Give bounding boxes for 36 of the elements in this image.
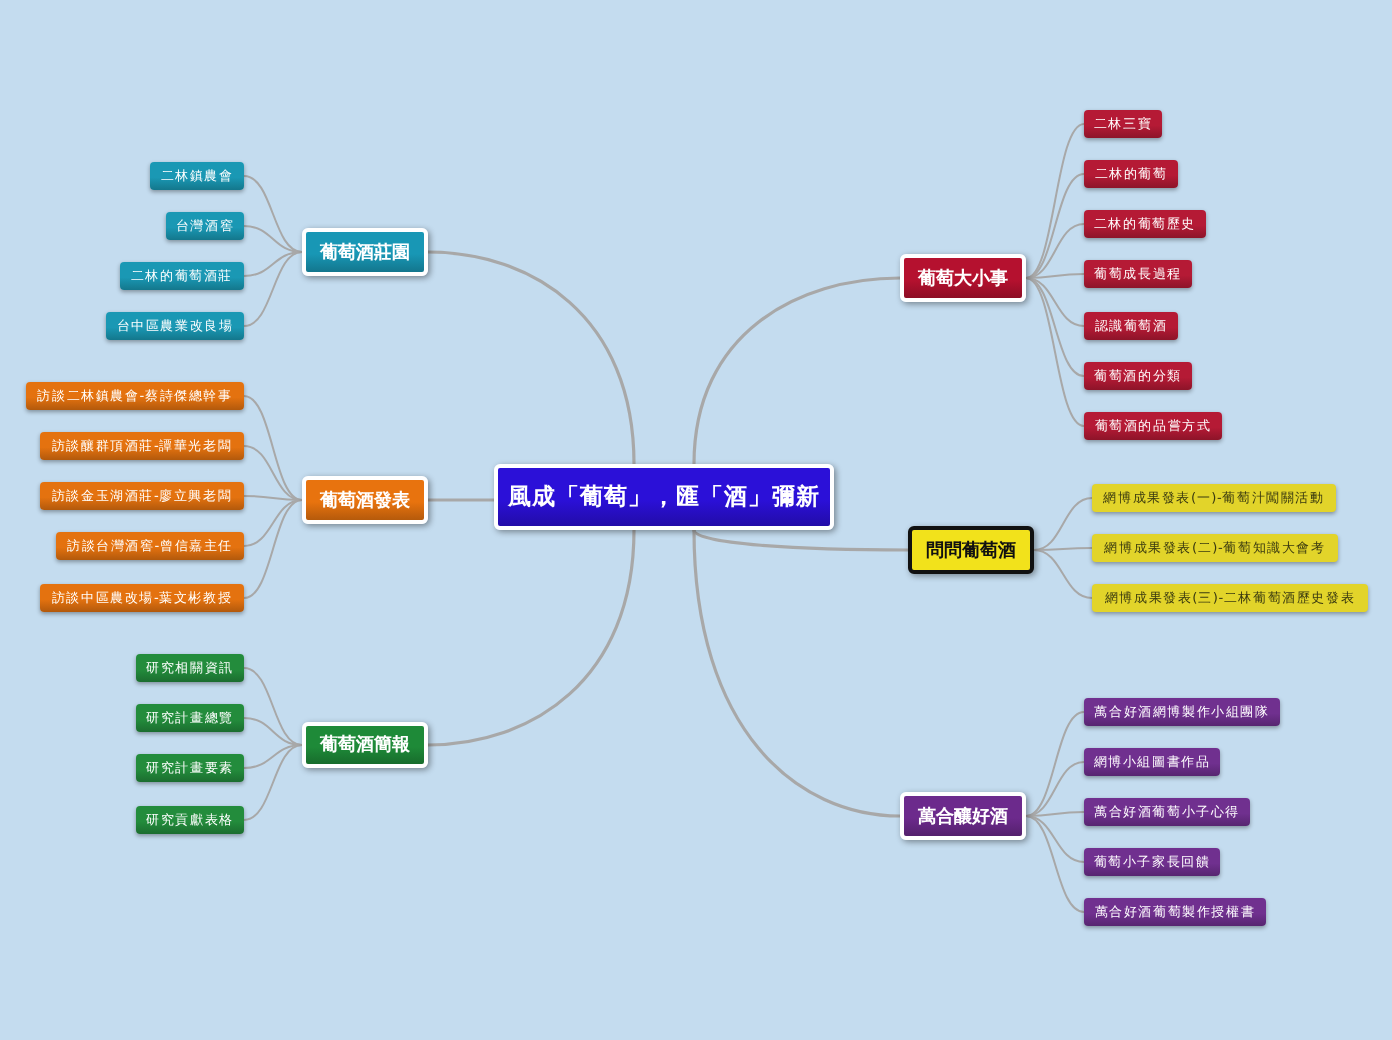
- connector-line: [1025, 123, 1085, 279]
- central-topic-box: 風成「葡萄」，匯「酒」彌新: [494, 464, 834, 530]
- connector-line: [243, 499, 303, 599]
- connector-line: [1025, 277, 1085, 427]
- connector-line: [1025, 815, 1085, 913]
- connector-line: [1033, 549, 1093, 599]
- connector-line: [692, 529, 908, 552]
- connector-line: [1025, 223, 1085, 279]
- connector-line: [692, 529, 901, 818]
- connector-line: [1025, 277, 1085, 377]
- branch-topic-box: 葡萄大小事: [900, 254, 1026, 302]
- connector-line: [1025, 711, 1085, 817]
- connector-line: [1025, 761, 1085, 817]
- connector-line: [1025, 173, 1085, 279]
- connector-line: [243, 499, 303, 547]
- branch-topic-box: 萬合釀好酒: [900, 792, 1026, 840]
- connector-line: [1033, 547, 1093, 551]
- connector-line: [243, 251, 303, 277]
- connector-line: [243, 175, 303, 253]
- connector-line: [1025, 277, 1085, 327]
- branch-topic-box: 葡萄酒簡報: [302, 722, 428, 768]
- connector-line: [1025, 815, 1085, 863]
- connector-line: [428, 498, 494, 502]
- branch-topic-box: 問問葡萄酒: [908, 526, 1034, 574]
- connector-line: [243, 744, 303, 821]
- connector-line: [243, 445, 303, 501]
- connector-line: [1033, 497, 1093, 551]
- connector-line: [243, 667, 303, 746]
- branch-topic-box: 葡萄酒莊園: [302, 228, 428, 276]
- connector-line: [243, 744, 303, 769]
- connector-line: [243, 251, 303, 327]
- branch-topic-box: 葡萄酒發表: [302, 476, 428, 524]
- connector-line: [427, 529, 636, 747]
- connector-line: [243, 395, 303, 501]
- connector-line: [692, 276, 901, 465]
- connector-line: [427, 250, 636, 465]
